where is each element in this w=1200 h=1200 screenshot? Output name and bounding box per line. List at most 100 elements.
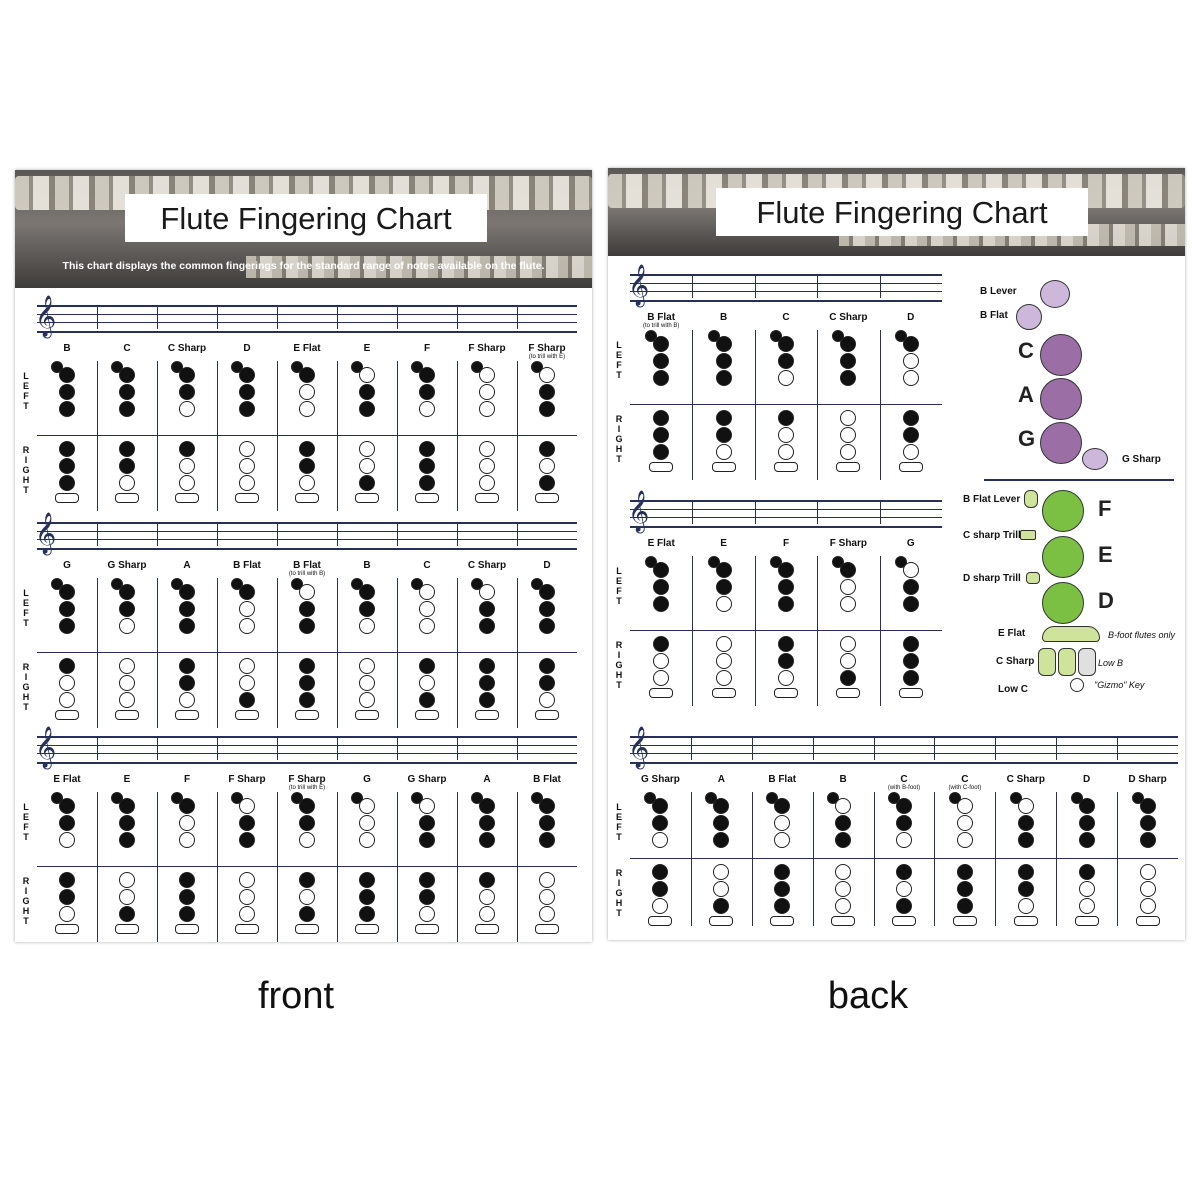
foot-key-icon — [475, 493, 499, 503]
foot-key-icon — [115, 710, 139, 720]
right-hand-key — [479, 692, 495, 708]
hand-divider — [37, 652, 577, 653]
staff-lines — [37, 736, 577, 764]
column-divider — [277, 792, 278, 942]
right-hand-key — [119, 889, 135, 905]
left-hand-key — [359, 384, 375, 400]
right-hand-key — [359, 441, 375, 457]
note-label: E Flat — [53, 774, 81, 785]
right-hand-key — [179, 692, 195, 708]
right-hand-key — [239, 889, 255, 905]
right-hand-key — [239, 692, 255, 708]
right-hand-key — [774, 898, 791, 914]
column-divider — [457, 792, 458, 942]
note-name: G — [337, 774, 397, 785]
left-hand-key — [713, 832, 730, 848]
column-divider — [97, 792, 98, 942]
left-hand-key — [902, 562, 919, 578]
right-hand-key — [59, 441, 75, 457]
staff-divider — [277, 305, 278, 329]
left-hand-key — [1017, 832, 1034, 848]
right-hand-key — [653, 427, 670, 443]
right-hand-key — [419, 889, 435, 905]
note-label: C Sharp — [467, 560, 507, 571]
music-staff: 𝄞 — [35, 514, 577, 554]
foot-key-icon — [235, 710, 259, 720]
column-divider — [751, 792, 753, 926]
note-name: E — [337, 343, 397, 354]
note-name: C Sharp — [817, 312, 879, 323]
right-hand-key — [1017, 898, 1034, 914]
column-divider — [1056, 792, 1058, 926]
staff-divider — [517, 305, 518, 329]
right-hand-key — [778, 636, 794, 652]
right-hand-key — [902, 444, 919, 460]
staff-divider — [217, 736, 218, 760]
b-flat-key-icon — [1016, 304, 1042, 330]
staff-divider — [1117, 736, 1119, 760]
column-divider — [517, 578, 518, 728]
foot-key-icon — [175, 924, 199, 934]
column-divider — [97, 578, 98, 728]
note-label: C — [123, 343, 131, 354]
note-label: C — [423, 560, 431, 571]
b-flat-lever-label: B Flat Lever — [963, 494, 1021, 505]
left-hand-key — [840, 579, 857, 595]
left-hand-key — [179, 584, 195, 600]
left-hand-key — [419, 815, 435, 831]
column-divider — [1117, 792, 1119, 926]
foot-key-icon — [1135, 916, 1160, 926]
right-hand-key — [479, 906, 495, 922]
note-label: E — [123, 774, 131, 785]
column-divider — [690, 792, 692, 926]
left-hand-key — [299, 367, 315, 383]
left-hand-key — [896, 832, 912, 848]
right-hand-key — [778, 410, 794, 426]
note-name: F Sharp(to trill with E) — [277, 774, 337, 791]
right-hand-key — [539, 458, 555, 474]
foot-key-icon — [535, 924, 559, 934]
foot-key-icon — [415, 710, 439, 720]
right-hand-key — [179, 658, 195, 674]
staff-divider — [397, 522, 398, 546]
left-hand-key — [774, 832, 791, 848]
b-lever-icon — [1040, 280, 1070, 308]
note-label: E Flat — [647, 538, 675, 549]
left-hand-key — [179, 798, 195, 814]
note-sub-label: (with C-foot) — [948, 785, 982, 791]
g-letter: G — [1018, 426, 1036, 451]
left-hand-key — [778, 579, 794, 595]
staff-divider — [97, 736, 98, 760]
staff-divider — [817, 500, 819, 524]
note-label: A — [717, 774, 725, 785]
music-staff: 𝄞 — [628, 492, 942, 532]
left-hand-key — [299, 584, 315, 600]
note-label: B Flat — [533, 774, 561, 785]
left-hand-key — [840, 336, 857, 352]
right-hand-key — [119, 675, 135, 691]
note-name: B Flat — [217, 560, 277, 571]
left-hand-key — [359, 584, 375, 600]
a-key-icon — [1040, 378, 1082, 420]
note-label: B — [839, 774, 847, 785]
note-name: E Flat — [37, 774, 97, 785]
hand-divider — [37, 435, 577, 436]
left-hand-key — [239, 584, 255, 600]
left-hand-key — [239, 618, 255, 634]
left-hand-key — [539, 384, 555, 400]
right-hand-key — [119, 658, 135, 674]
g-key-icon — [1040, 422, 1082, 464]
note-name: G — [880, 538, 942, 549]
flute-banner: Flute Fingering Chart — [608, 168, 1185, 256]
right-hand-key — [956, 898, 973, 914]
foot-key-icon — [709, 916, 734, 926]
right-hand-key — [652, 864, 669, 880]
column-divider — [817, 330, 819, 480]
right-hand-key — [715, 410, 732, 426]
note-sub-label: (to trill with E) — [528, 354, 566, 360]
right-hand-key — [239, 441, 255, 457]
right-hand-key — [119, 475, 135, 491]
foot-key-icon — [475, 924, 499, 934]
